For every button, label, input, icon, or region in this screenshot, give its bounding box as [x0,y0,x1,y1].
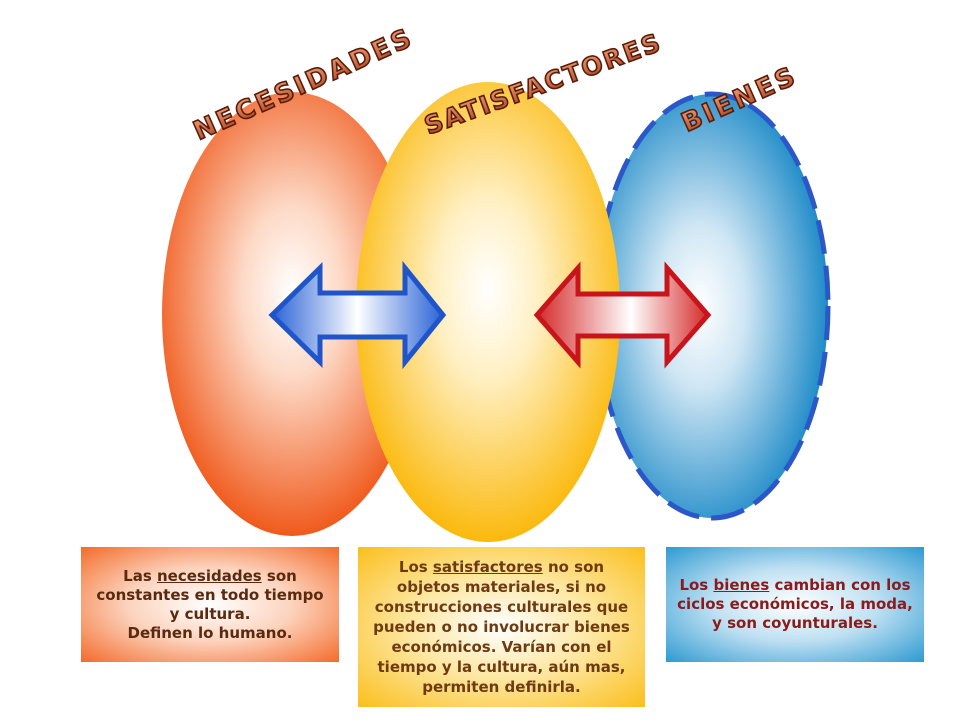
necesidades-line2: Definen lo humano. [127,623,293,642]
necesidades-keyword: necesidades [157,566,262,585]
double-arrow-blue-icon [268,260,447,370]
bienes-keyword: bienes [713,576,770,594]
satisfactores-keyword: satisfactores [432,558,543,576]
satisfactores-ellipse [356,82,620,542]
satisfactores-description-box: Los satisfactores no son objetos materia… [358,547,645,707]
necesidades-description-box: Las necesidades son constantes en todo t… [81,547,339,662]
necesidades-description: Las necesidades son constantes en todo t… [96,566,324,642]
satisfactores-description: Los satisfactores no son objetos materia… [373,558,630,696]
bienes-description: Los bienes cambian con los ciclos económ… [677,576,913,632]
bienes-description-box: Los bienes cambian con los ciclos económ… [666,547,924,662]
double-arrow-red-icon [533,261,712,369]
